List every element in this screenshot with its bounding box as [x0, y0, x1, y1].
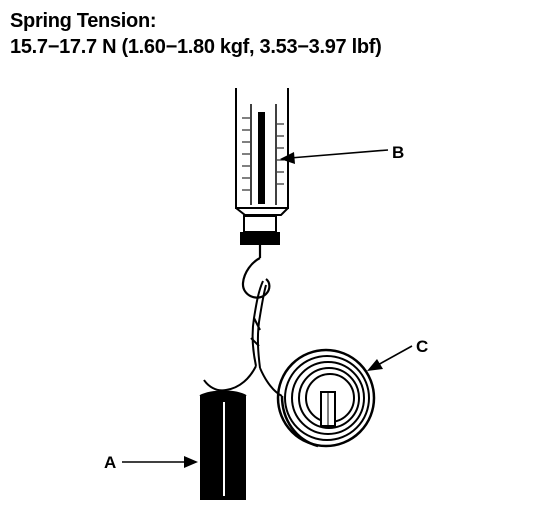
spec-value: 15.7−17.7 N (1.60−1.80 kgf, 3.53−3.97 lb… [10, 36, 382, 58]
leader-a [122, 456, 198, 468]
leader-b [280, 149, 389, 164]
leader-c [367, 345, 413, 371]
coil-spring [276, 348, 376, 448]
spec-block: Spring Tension: 15.7−17.7 N (1.60−1.80 k… [10, 8, 382, 60]
callout-b: B [392, 143, 404, 162]
spec-title: Spring Tension: [10, 10, 157, 32]
scale-hook [241, 245, 271, 299]
shaft [199, 390, 247, 500]
wire-loop [203, 280, 283, 397]
callout-a: A [104, 453, 116, 472]
spring-scale [235, 88, 289, 245]
callout-c: C [416, 337, 428, 356]
